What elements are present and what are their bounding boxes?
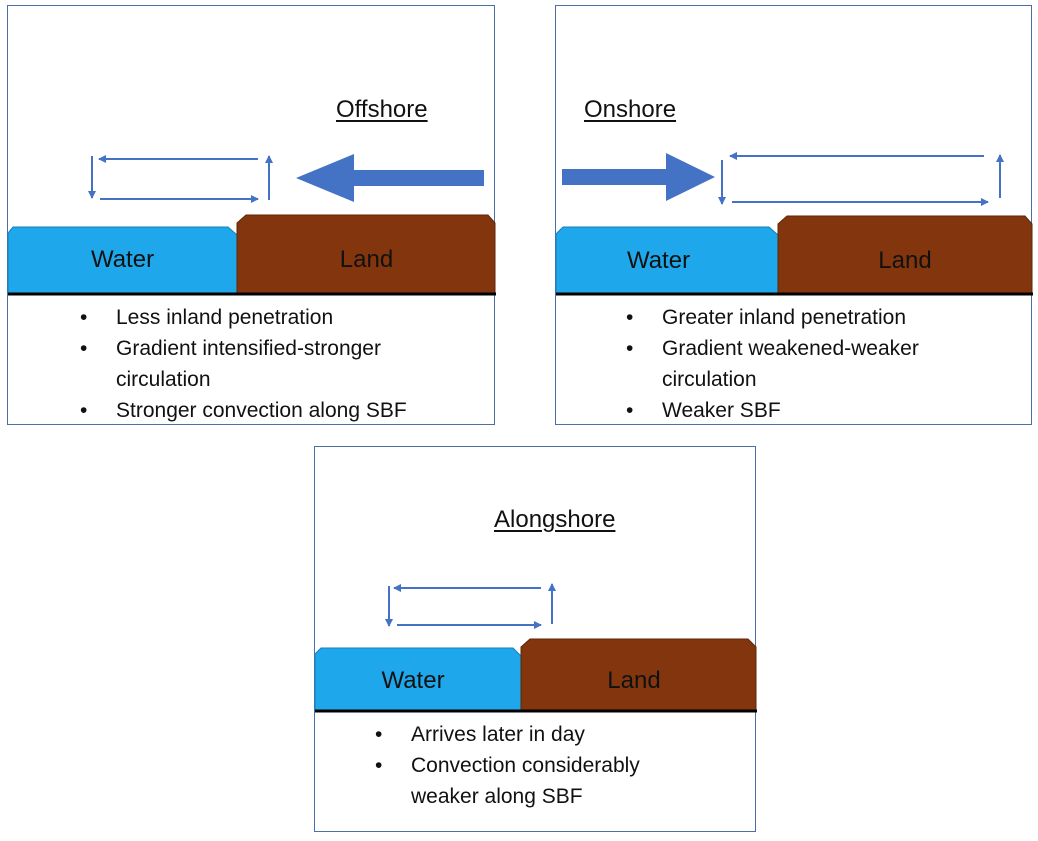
land-label: Land bbox=[878, 247, 932, 274]
land-label: Land bbox=[607, 667, 661, 694]
bullet-list: Less inland penetration Gradient intensi… bbox=[74, 302, 434, 426]
offshore-panel: Offshore Water Land Less inland penetrat… bbox=[7, 5, 496, 426]
panel-title: Offshore bbox=[336, 96, 428, 123]
panel-title: Onshore bbox=[584, 96, 677, 123]
bullet-list: Arrives later in day Convection consider… bbox=[369, 719, 689, 812]
bullet-item: Gradient intensified-stronger circulatio… bbox=[74, 333, 434, 395]
bullet-item: Arrives later in day bbox=[369, 719, 689, 750]
bullet-item: Less inland penetration bbox=[74, 302, 434, 333]
bullet-item: Gradient weakened-weaker circulation bbox=[620, 333, 980, 395]
offshore-scene bbox=[7, 154, 496, 296]
water-label: Water bbox=[90, 246, 155, 273]
water-label: Water bbox=[626, 247, 691, 274]
offshore-wind-arrow bbox=[296, 154, 484, 202]
bullet-item: Stronger convection along SBF bbox=[74, 395, 434, 426]
bullet-item: Weaker SBF bbox=[620, 395, 980, 426]
water-label: Water bbox=[381, 667, 445, 694]
alongshore-scene bbox=[314, 583, 757, 713]
alongshore-panel: Alongshore Water Land Arrives later in d… bbox=[314, 446, 757, 832]
bullet-item: Convection considerably weaker along SBF bbox=[369, 750, 689, 812]
bullet-list: Greater inland penetration Gradient weak… bbox=[620, 302, 980, 426]
onshore-panel: Onshore Water Land Greater inland penetr… bbox=[555, 5, 1033, 426]
bullet-item: Greater inland penetration bbox=[620, 302, 980, 333]
panel-title: Alongshore bbox=[494, 506, 616, 533]
onshore-scene bbox=[555, 152, 1033, 296]
land-label: Land bbox=[339, 246, 394, 273]
onshore-wind-arrow bbox=[562, 153, 715, 201]
